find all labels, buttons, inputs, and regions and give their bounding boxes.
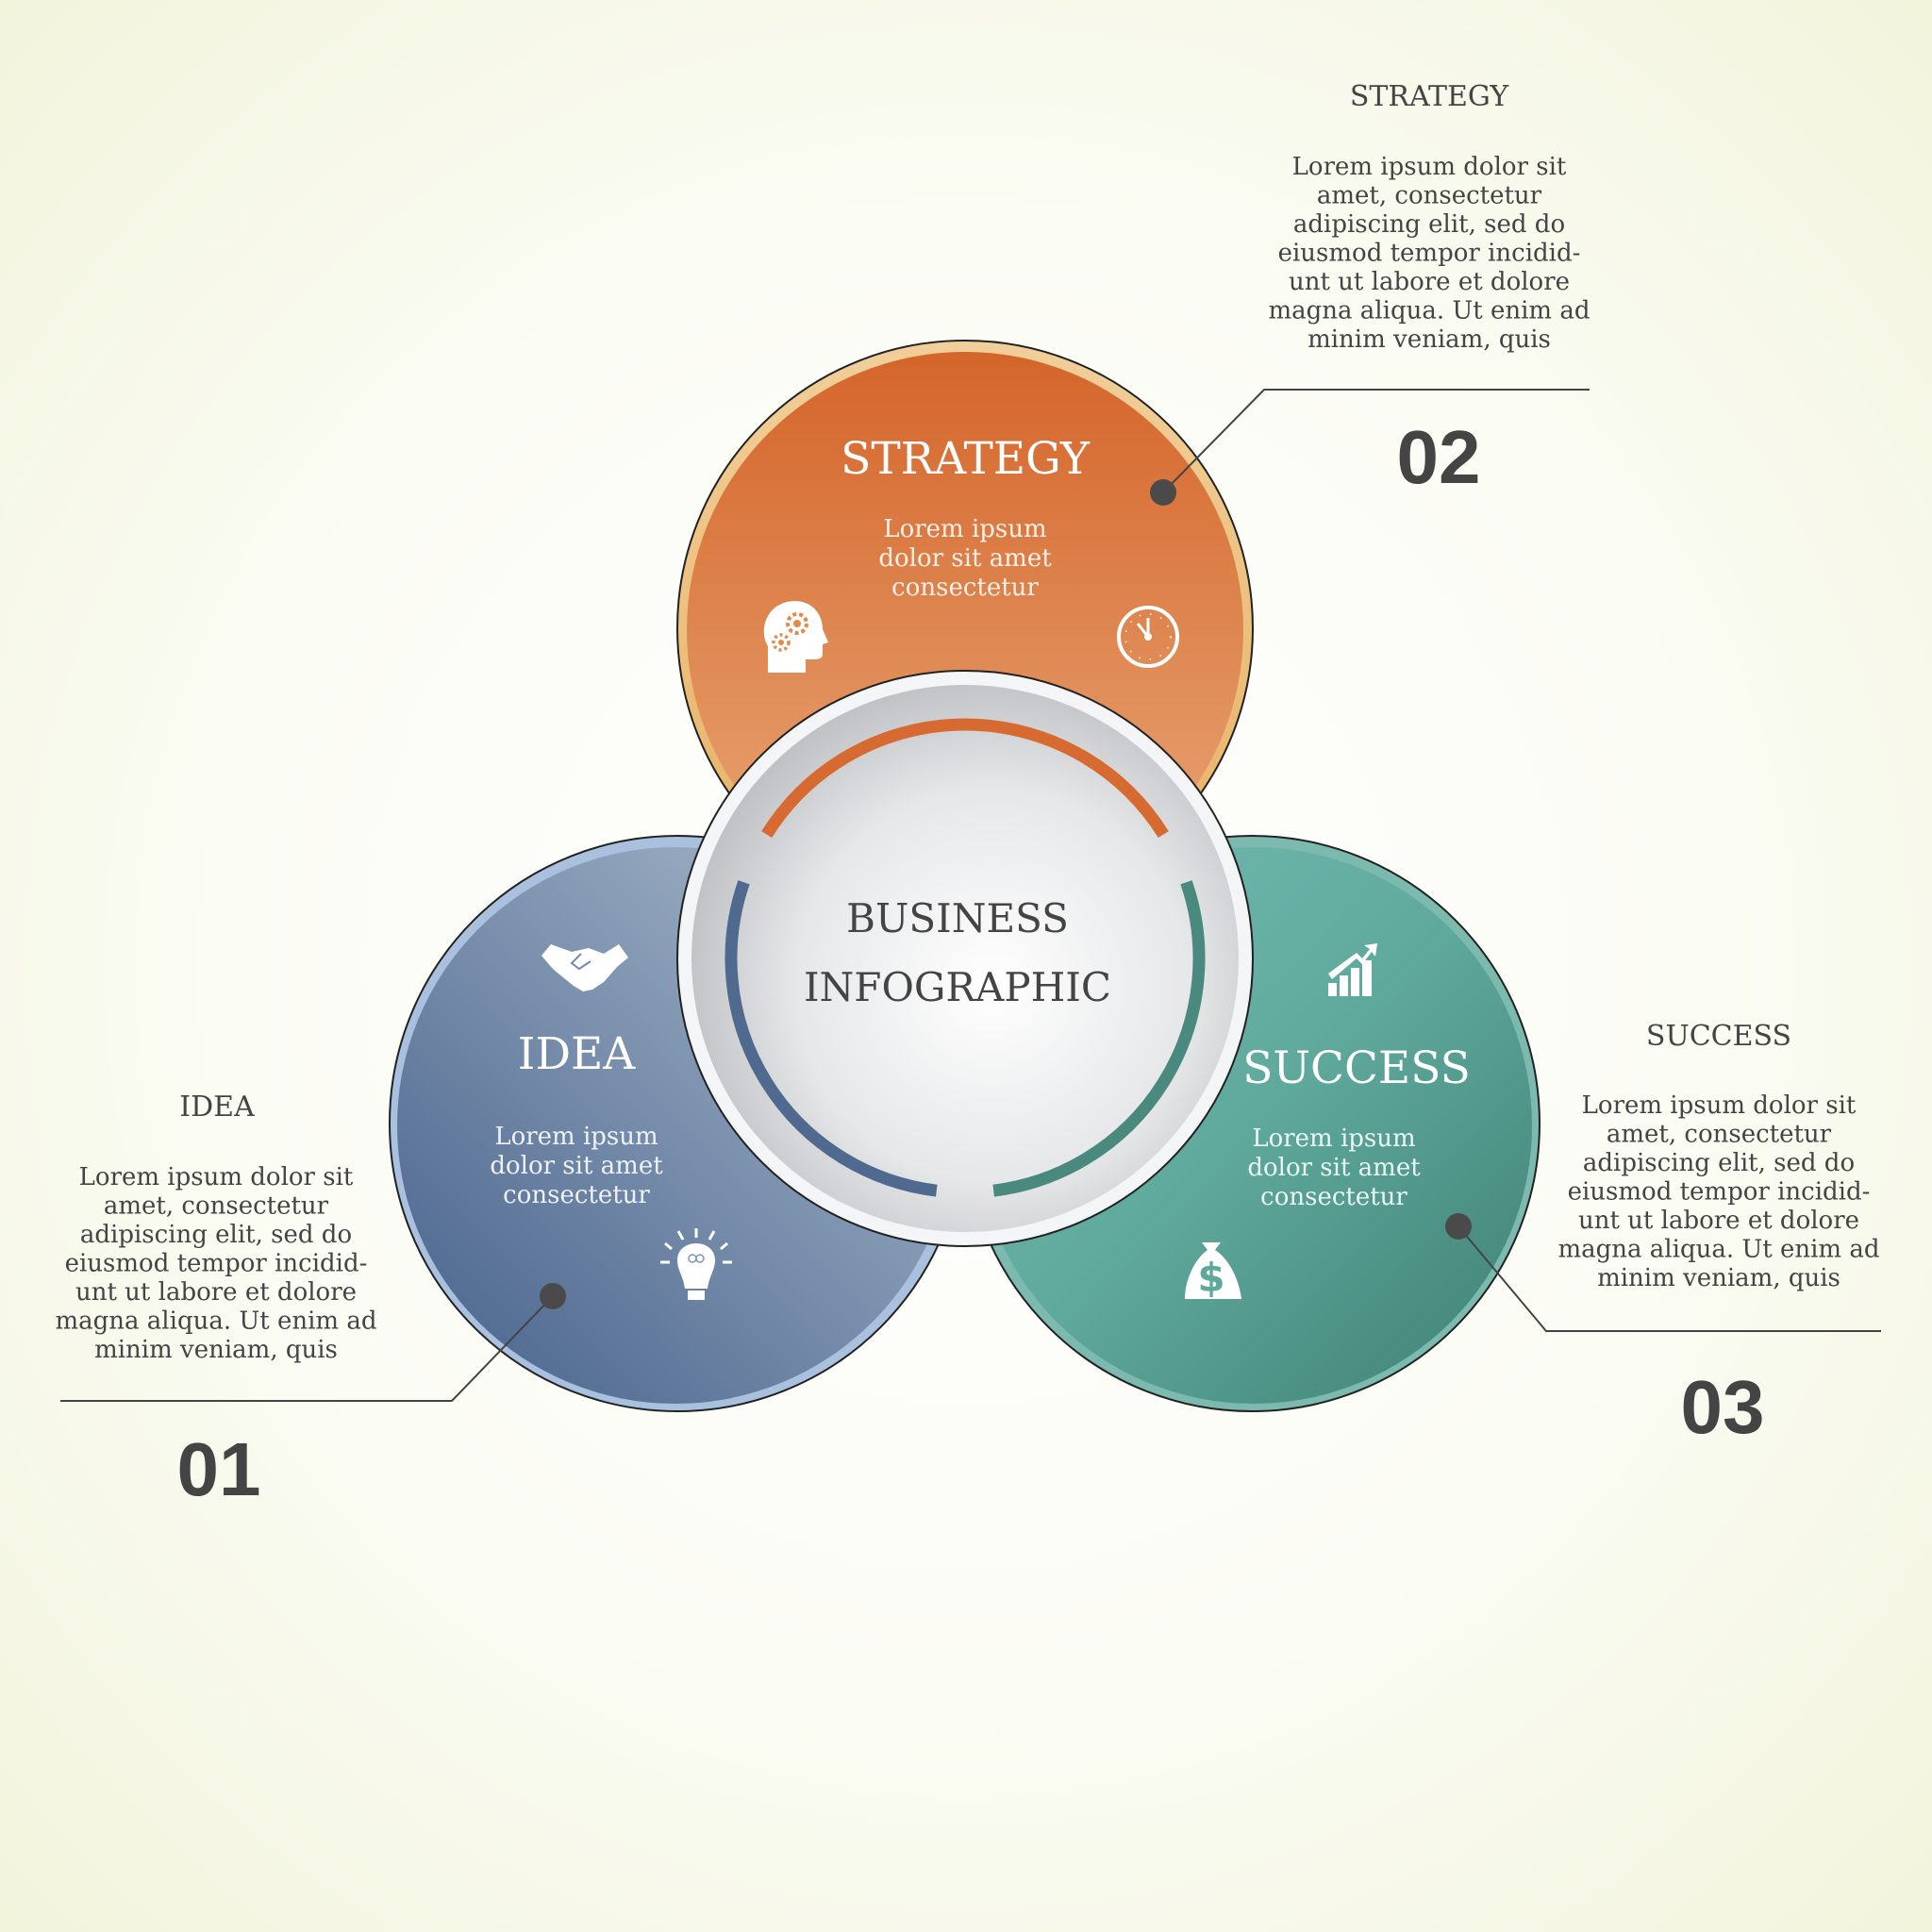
center-title-line1: BUSINESS bbox=[846, 895, 1069, 941]
clock-icon bbox=[1117, 606, 1179, 668]
strategy-circle-text-line: Lorem ipsum bbox=[883, 515, 1046, 543]
success-side-text-line: eiusmod tempor incidid- bbox=[1568, 1178, 1871, 1207]
handshake-icon bbox=[541, 944, 628, 991]
strategy-side-text-line: unt ut labore et dolore bbox=[1289, 268, 1570, 296]
idea-circle-text-line: Lorem ipsum bbox=[494, 1123, 658, 1151]
idea-arc bbox=[724, 880, 938, 1197]
head-gears-icon bbox=[763, 601, 828, 673]
strategy-side-text-line: minim veniam, quis bbox=[1307, 325, 1551, 354]
strategy-side-text-line: Lorem ipsum dolor sit bbox=[1292, 153, 1567, 181]
strategy-circle-text-line: dolor sit amet bbox=[878, 544, 1052, 573]
idea-circle-text-line: consectetur bbox=[503, 1181, 650, 1209]
success-side-text-line: magna aliqua. Ut enim ad bbox=[1558, 1236, 1880, 1264]
strategy-circle-title: STRATEGY bbox=[841, 433, 1091, 485]
idea-connector bbox=[60, 1283, 566, 1402]
idea-side-title: IDEA bbox=[179, 1091, 255, 1124]
strategy-circle-text-line: consectetur bbox=[891, 574, 1039, 602]
svg-text:$: $ bbox=[1197, 1255, 1224, 1301]
success-circle-text-line: dolor sit amet bbox=[1247, 1154, 1421, 1182]
lightbulb-icon bbox=[660, 1228, 732, 1300]
idea-side-text-line: eiusmod tempor incidid- bbox=[65, 1250, 368, 1278]
strategy-arc bbox=[761, 718, 1169, 839]
strategy-side-text-line: eiusmod tempor incidid- bbox=[1278, 240, 1581, 268]
success-circle-text-line: Lorem ipsum bbox=[1252, 1124, 1415, 1153]
growth-chart-icon bbox=[1328, 943, 1377, 996]
idea-side-text-line: amet, consectetur bbox=[104, 1192, 329, 1221]
success-side-text-line: adipiscing elit, sed do bbox=[1583, 1149, 1855, 1177]
success-arc bbox=[992, 880, 1206, 1197]
idea-side-text-line: minim veniam, quis bbox=[94, 1336, 338, 1364]
strategy-connector bbox=[1150, 389, 1590, 506]
idea-circle-text-line: dolor sit amet bbox=[490, 1152, 663, 1180]
idea-side-text-line: magna aliqua. Ut enim ad bbox=[56, 1307, 377, 1336]
strategy-number: 02 bbox=[1397, 415, 1481, 499]
idea-side-text-line: adipiscing elit, sed do bbox=[80, 1221, 352, 1249]
success-connector bbox=[1445, 1213, 1881, 1332]
strategy-side-text-line: adipiscing elit, sed do bbox=[1293, 210, 1565, 239]
success-side-text-line: unt ut labore et dolore bbox=[1578, 1207, 1859, 1235]
success-side-title: SUCCESS bbox=[1646, 1020, 1791, 1053]
strategy-side-title: STRATEGY bbox=[1350, 80, 1510, 113]
strategy-side-text-line: magna aliqua. Ut enim ad bbox=[1269, 297, 1591, 325]
idea-number: 01 bbox=[177, 1427, 261, 1511]
success-circle-text-line: consectetur bbox=[1260, 1183, 1407, 1211]
idea-side-text-line: unt ut labore et dolore bbox=[75, 1278, 357, 1307]
money-bag-icon: $ bbox=[1185, 1242, 1241, 1301]
success-circle-title: SUCCESS bbox=[1242, 1042, 1471, 1094]
success-side-text-line: minim veniam, quis bbox=[1597, 1264, 1840, 1292]
idea-circle-title: IDEA bbox=[518, 1028, 637, 1080]
idea-side-text-line: Lorem ipsum dolor sit bbox=[79, 1163, 354, 1191]
success-side-text-line: Lorem ipsum dolor sit bbox=[1582, 1091, 1857, 1120]
center-title-line2: INFOGRAPHIC bbox=[804, 964, 1111, 1010]
center-circle: BUSINESS INFOGRAPHIC bbox=[676, 670, 1254, 1247]
strategy-side-text-line: amet, consectetur bbox=[1317, 182, 1542, 210]
success-side-text-line: amet, consectetur bbox=[1607, 1121, 1832, 1149]
success-number: 03 bbox=[1681, 1365, 1765, 1449]
